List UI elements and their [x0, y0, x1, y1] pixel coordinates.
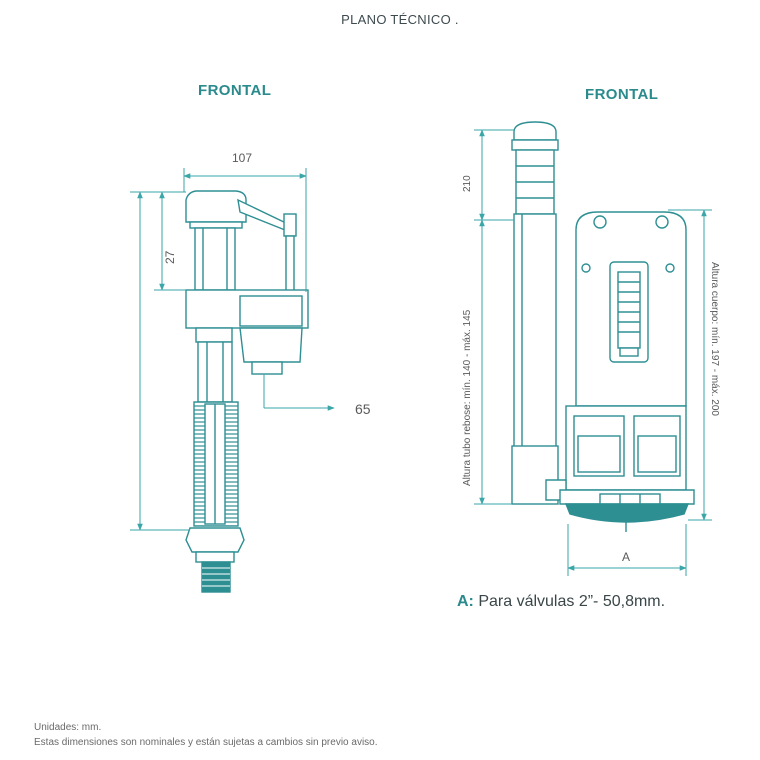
left-dimensions: [130, 168, 335, 531]
valve-note-key: A:: [457, 593, 474, 610]
flush-valve-drawing: [511, 121, 695, 532]
disclaimer-note: Estas dimensiones son nominales y están …: [34, 737, 378, 748]
units-note: Unidades: mm.: [34, 722, 102, 733]
dim-210-label: 210: [462, 175, 473, 192]
dim-65-label: 65: [355, 401, 371, 417]
right-dimensions: [474, 129, 712, 576]
left-view-title: FRONTAL: [198, 82, 272, 99]
dim-107-label: 107: [232, 151, 252, 165]
page-title: PLANO TÉCNICO .: [341, 12, 459, 27]
dim-27-label: 27: [163, 250, 177, 264]
valve-note: A: Para válvulas 2”- 50,8mm.: [457, 593, 665, 611]
right-view-title: FRONTAL: [585, 86, 659, 103]
valve-note-text: Para válvulas 2”- 50,8mm.: [473, 593, 666, 610]
overflow-height-label: Altura tubo rebose: mín. 140 - máx. 145: [462, 309, 473, 486]
fill-valve-drawing: [185, 190, 309, 593]
dim-a-label: A: [622, 550, 630, 564]
body-height-label: Altura cuerpo: mín. 197 - máx. 200: [709, 262, 720, 416]
footer: Unidades: mm. Estas dimensiones son nomi…: [34, 720, 378, 750]
